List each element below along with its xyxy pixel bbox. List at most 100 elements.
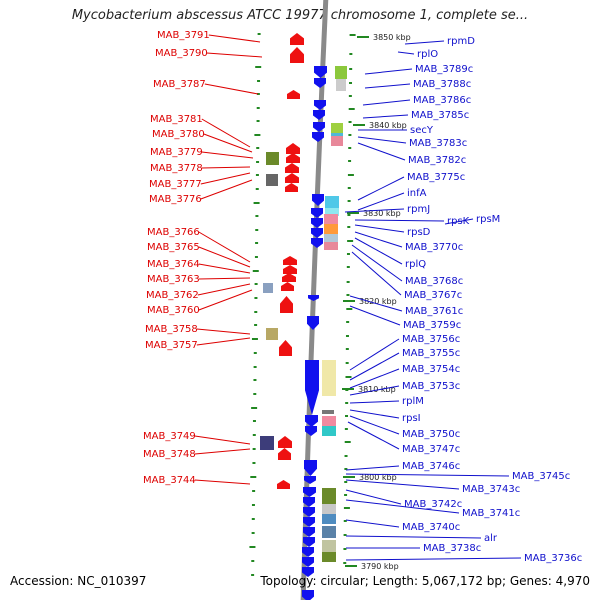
left-gene-label[interactable]: MAB_3760 (147, 305, 200, 316)
right-gene-label[interactable]: MAB_3741c (462, 508, 520, 519)
left-gene-label[interactable]: MAB_3776 (149, 194, 202, 205)
gene-domain-box[interactable] (322, 514, 336, 524)
right-gene-label[interactable]: MAB_3746c (402, 461, 460, 472)
right-gene-label[interactable]: MAB_3768c (405, 276, 463, 287)
gene-domain-box[interactable] (322, 410, 334, 414)
gene-domain-box[interactable] (263, 283, 273, 293)
reverse-gene-arrow[interactable] (303, 497, 315, 507)
gene-domain-box[interactable] (266, 328, 278, 340)
left-gene-label[interactable]: MAB_3744 (143, 475, 196, 486)
gene-domain-box[interactable] (324, 214, 338, 224)
forward-gene-arrow[interactable] (281, 282, 294, 291)
right-gene-label[interactable]: MAB_3770c (405, 242, 463, 253)
right-gene-label[interactable]: rpsI (402, 413, 421, 424)
forward-gene-arrow[interactable] (279, 340, 292, 356)
forward-gene-arrow[interactable] (282, 273, 296, 282)
gene-domain-box[interactable] (324, 224, 338, 234)
right-gene-label[interactable]: MAB_3783c (409, 138, 467, 149)
left-gene-label[interactable]: MAB_3763 (147, 274, 200, 285)
left-gene-label[interactable]: MAB_3758 (145, 324, 198, 335)
gene-domain-box[interactable] (325, 196, 339, 208)
right-gene-label[interactable]: MAB_3755c (402, 348, 460, 359)
forward-gene-arrow[interactable] (277, 480, 290, 489)
reverse-gene-arrow[interactable] (314, 100, 326, 110)
right-gene-labels[interactable]: rpmDrplOMAB_3789cMAB_3788cMAB_3786cMAB_3… (344, 36, 582, 564)
right-gene-label[interactable]: MAB_3786c (413, 95, 471, 106)
reverse-gene-arrow[interactable] (313, 110, 325, 120)
reverse-gene-arrow[interactable] (305, 426, 317, 436)
forward-gene-arrow[interactable] (285, 183, 298, 192)
forward-gene-arrow[interactable] (285, 163, 299, 173)
right-gene-label[interactable]: MAB_3788c (413, 79, 471, 90)
forward-gene-arrow[interactable] (283, 256, 297, 265)
forward-gene-arrow[interactable] (278, 448, 291, 460)
gene-domain-box[interactable] (322, 416, 336, 426)
left-gene-label[interactable]: MAB_3790 (155, 48, 208, 59)
reverse-gene-arrow[interactable] (304, 460, 317, 476)
reverse-gene-arrow[interactable] (303, 527, 315, 537)
forward-gene-arrow[interactable] (280, 296, 293, 313)
right-gene-label[interactable]: MAB_3736c (524, 553, 582, 564)
right-gene-label[interactable]: MAB_3775c (407, 172, 465, 183)
reverse-gene-arrow[interactable] (307, 316, 319, 330)
left-gene-labels[interactable]: MAB_3791MAB_3790MAB_3787MAB_3781MAB_3780… (143, 30, 263, 486)
gene-features[interactable] (260, 33, 347, 600)
right-gene-label[interactable]: infA (407, 188, 427, 199)
right-gene-label[interactable]: MAB_3759c (403, 320, 461, 331)
gene-domain-box[interactable] (322, 540, 336, 552)
right-gene-label[interactable]: rpsD (407, 227, 431, 238)
left-gene-label[interactable]: MAB_3762 (146, 290, 199, 301)
reverse-gene-arrow[interactable] (302, 567, 314, 577)
gene-domain-box[interactable] (322, 526, 336, 538)
gene-domain-box[interactable] (322, 360, 336, 396)
reverse-gene-arrow[interactable] (311, 218, 323, 228)
gene-domain-box[interactable] (260, 436, 274, 450)
right-gene-label[interactable]: rpmD (447, 36, 475, 47)
left-gene-label[interactable]: MAB_3749 (143, 431, 196, 442)
reverse-gene-arrow[interactable] (302, 590, 314, 600)
forward-gene-arrow[interactable] (285, 173, 299, 183)
left-gene-label[interactable]: MAB_3777 (149, 179, 202, 190)
right-gene-label[interactable]: rpsK (447, 216, 470, 227)
gene-domain-box[interactable] (325, 208, 339, 216)
left-gene-label[interactable]: MAB_3787 (153, 79, 206, 90)
left-gene-label[interactable]: MAB_3781 (150, 114, 203, 125)
right-gene-label[interactable]: MAB_3785c (411, 110, 469, 121)
left-gene-label[interactable]: MAB_3757 (145, 340, 198, 351)
gene-domain-box[interactable] (324, 234, 338, 244)
gene-domain-box[interactable] (322, 488, 336, 504)
left-gene-label[interactable]: MAB_3765 (147, 242, 200, 253)
right-gene-label[interactable]: MAB_3754c (402, 364, 460, 375)
forward-gene-arrow[interactable] (287, 90, 300, 99)
gene-domain-box[interactable] (331, 123, 343, 133)
reverse-gene-arrow[interactable] (308, 295, 319, 301)
gene-domain-box[interactable] (331, 136, 343, 146)
reverse-gene-arrow[interactable] (314, 66, 327, 78)
right-gene-label[interactable]: MAB_3747c (402, 444, 460, 455)
reverse-gene-arrow[interactable] (302, 547, 314, 557)
reverse-gene-arrow[interactable] (311, 208, 323, 218)
gene-domain-box[interactable] (266, 152, 279, 165)
reverse-gene-arrow[interactable] (312, 132, 324, 142)
reverse-gene-arrow[interactable] (305, 360, 319, 415)
right-gene-label[interactable]: MAB_3756c (402, 334, 460, 345)
right-gene-label[interactable]: MAB_3743c (462, 484, 520, 495)
right-gene-label[interactable]: MAB_3753c (402, 381, 460, 392)
left-gene-label[interactable]: MAB_3766 (147, 227, 200, 238)
right-gene-label[interactable]: MAB_3738c (423, 543, 481, 554)
gene-domain-box[interactable] (322, 504, 336, 514)
right-gene-label[interactable]: alr (484, 533, 498, 544)
right-gene-label[interactable]: MAB_3782c (408, 155, 466, 166)
gene-domain-box[interactable] (335, 66, 347, 79)
reverse-gene-arrow[interactable] (303, 507, 315, 517)
gene-domain-box[interactable] (266, 174, 278, 186)
forward-gene-arrow[interactable] (290, 47, 304, 63)
reverse-gene-arrow[interactable] (302, 557, 314, 567)
right-gene-label[interactable]: MAB_3742c (404, 499, 462, 510)
reverse-gene-arrow[interactable] (313, 122, 325, 132)
forward-gene-arrow[interactable] (290, 33, 304, 45)
left-gene-label[interactable]: MAB_3780 (152, 129, 205, 140)
reverse-gene-arrow[interactable] (303, 537, 315, 547)
left-gene-label[interactable]: MAB_3778 (150, 163, 203, 174)
